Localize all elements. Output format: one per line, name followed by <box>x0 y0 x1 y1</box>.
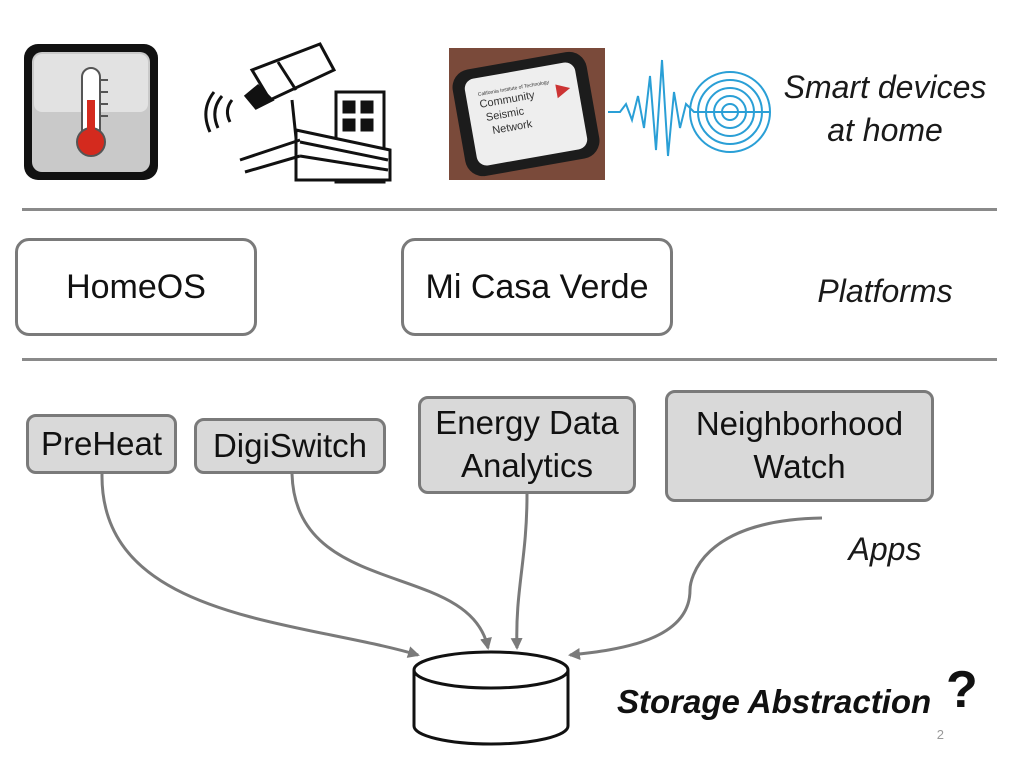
divider-top <box>22 208 997 211</box>
storage-question-mark: ? <box>946 661 978 719</box>
apps-layer-label: Apps <box>848 531 922 567</box>
arrow-digiswitch <box>290 473 492 650</box>
app-neighborhood-label-line2: Watch <box>753 448 846 485</box>
platform-mi-casa-verde: Mi Casa Verde <box>401 238 673 336</box>
app-energy-label-line1: Energy Data <box>435 404 619 442</box>
slide-number: 2 <box>936 727 944 742</box>
platform-mi-casa-verde-label: Mi Casa Verde <box>425 267 649 306</box>
app-digiswitch-label: DigiSwitch <box>212 426 368 464</box>
arrow-neighborhood <box>568 516 823 660</box>
platform-homeos-label: HomeOS <box>66 267 206 306</box>
storage-cylinder-icon <box>412 650 570 746</box>
devices-layer-label: Smart devices at home <box>783 69 987 149</box>
arrows <box>100 473 823 660</box>
app-preheat: PreHeat <box>26 414 177 474</box>
app-energy-data-analytics: Energy Data Analytics <box>418 396 636 494</box>
app-preheat-label: PreHeat <box>40 424 163 462</box>
app-neighborhood-label-line1: Neighborhood <box>695 405 904 443</box>
app-neighborhood-watch: Neighborhood Watch <box>665 390 934 502</box>
app-digiswitch: DigiSwitch <box>194 418 386 474</box>
camera-on-building-icon <box>204 42 392 184</box>
storage-abstraction-label: Storage Abstraction <box>617 683 932 720</box>
app-energy-label-line2: Analytics <box>460 447 594 484</box>
arrow-energy <box>510 493 529 650</box>
seismic-sensor-device-icon: California Institute of Technology Commu… <box>449 48 605 180</box>
thermometer-icon <box>24 44 158 180</box>
seismic-wave-icon <box>608 59 771 157</box>
platform-homeos: HomeOS <box>15 238 257 336</box>
arrow-preheat <box>100 473 420 658</box>
platforms-layer-label: Platforms <box>817 273 953 309</box>
divider-bottom <box>22 358 997 361</box>
